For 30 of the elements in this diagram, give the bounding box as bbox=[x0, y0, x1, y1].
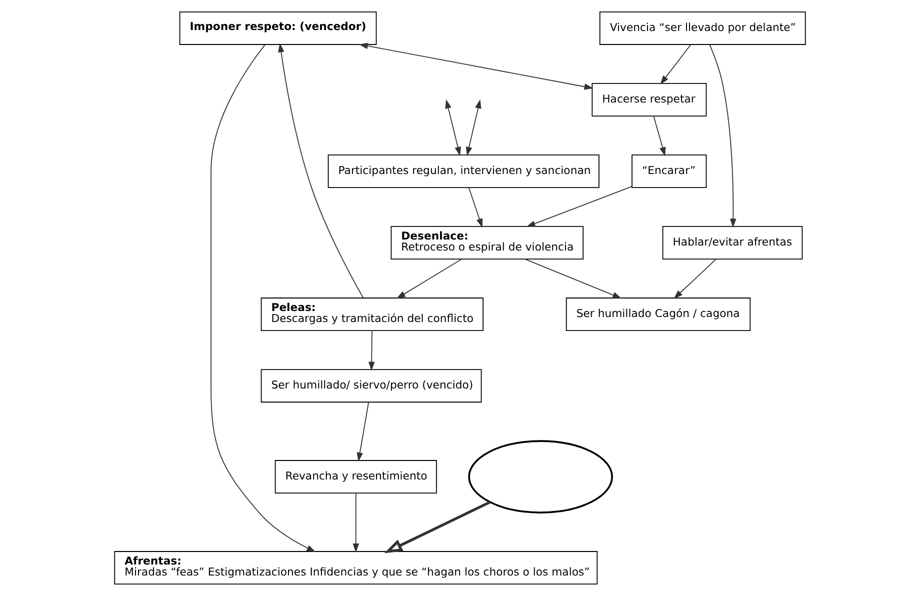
arrow bbox=[526, 186, 632, 227]
arrow bbox=[674, 258, 716, 299]
arrow bbox=[709, 44, 736, 228]
arrow bbox=[468, 187, 482, 228]
node-box: Participantes regulan, intervienen y sancionan bbox=[328, 154, 600, 188]
arrow bbox=[653, 116, 666, 156]
node-ellipse bbox=[468, 440, 613, 514]
node-box: Ser humillado Cagón / cagona bbox=[566, 298, 751, 332]
arrow bbox=[352, 492, 360, 553]
node-box: Desenlace: Retroceso o espiral de violencia bbox=[390, 226, 584, 260]
arrow bbox=[466, 99, 482, 156]
node-box: Revancha y resentimiento bbox=[274, 460, 437, 494]
arrow bbox=[445, 99, 461, 156]
arrow bbox=[368, 330, 375, 371]
arrow bbox=[384, 500, 490, 554]
arrow bbox=[210, 44, 316, 552]
node-box: Afrentas: Miradas “feas” Estigmatizaciones Infidencias y que se “hagan los choros o los malos” bbox=[114, 551, 598, 585]
node-box: Vivencia “ser llevado por delante” bbox=[599, 11, 806, 45]
arrow bbox=[356, 402, 370, 462]
arrow bbox=[358, 42, 594, 90]
node-box: Hablar/evitar afrentas bbox=[662, 226, 803, 260]
arrow bbox=[278, 43, 364, 298]
node-box: “Encarar” bbox=[632, 154, 707, 188]
node-box: Hacerse respetar bbox=[592, 82, 707, 116]
node-box: Peleas: Descargas y tramitación del conflicto bbox=[260, 298, 484, 332]
node-box: Ser humillado/ siervo/perro (vencido) bbox=[260, 369, 482, 403]
arrow bbox=[396, 258, 462, 299]
node-box: Imponer respeto: (vencedor) bbox=[179, 11, 377, 45]
arrow bbox=[524, 258, 622, 298]
arrow bbox=[660, 44, 692, 84]
